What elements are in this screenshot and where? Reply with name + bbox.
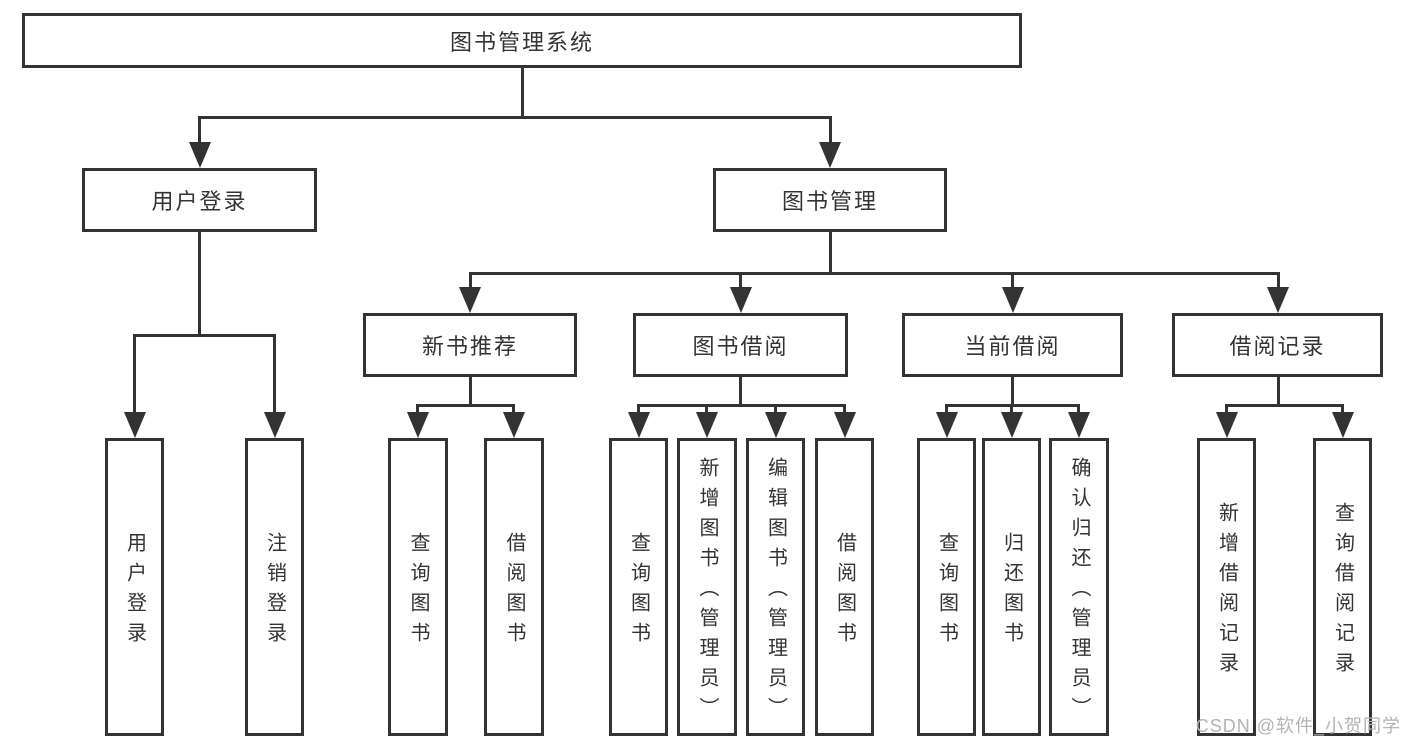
node-user-login: 用户登录 — [82, 168, 317, 232]
leaf-add-books-admin-label: 新增图书（管理员） — [696, 457, 718, 727]
leaf-query-borrow-record-label: 查询借阅记录 — [1331, 502, 1354, 682]
leaf-query-books-under-recommend: 查询图书 — [388, 438, 448, 736]
connector-drop-line — [945, 405, 948, 418]
arrow-down-icon — [263, 412, 286, 438]
node-borrow-records: 借阅记录 — [1172, 313, 1383, 377]
leaf-add-borrow-record-label: 新增借阅记录 — [1215, 502, 1238, 682]
leaf-confirm-return-admin: 确认归还（管理员） — [1049, 438, 1109, 736]
leaf-return-books-label: 归还图书 — [1000, 532, 1023, 652]
node-root-label: 图书管理系统 — [449, 29, 594, 55]
arrow-down-icon — [935, 412, 958, 438]
leaf-query-books-label: 查询图书 — [407, 532, 429, 652]
leaf-user-login-label: 用户登录 — [123, 532, 146, 652]
connector-drop-line — [774, 405, 777, 418]
connector-bar-line — [133, 333, 276, 337]
leaf-query-books-under-borrow: 查询图书 — [609, 438, 668, 736]
connector-stem-line — [739, 377, 742, 405]
node-current-borrow: 当前借阅 — [902, 313, 1123, 377]
connector-drop-line — [1341, 405, 1344, 418]
arrow-down-icon — [729, 287, 752, 313]
leaf-query-books-under-current: 查询图书 — [917, 438, 976, 736]
arrow-down-icon — [1267, 287, 1289, 313]
connector-bar-line — [416, 403, 515, 407]
connector-bar-line — [1225, 403, 1344, 407]
arrow-down-icon — [819, 142, 841, 168]
connector-drop-line — [637, 405, 640, 418]
connector-drop-line — [416, 405, 419, 418]
connector-bar-line — [637, 403, 846, 407]
node-book-management: 图书管理 — [713, 168, 947, 232]
leaf-query-books-label: 查询图书 — [935, 532, 958, 652]
arrow-down-icon — [695, 412, 718, 438]
leaf-borrow-books-label: 借阅图书 — [503, 532, 525, 652]
leaf-edit-books-admin-label: 编辑图书（管理员） — [764, 457, 787, 727]
node-current-borrow-label: 当前借阅 — [964, 334, 1061, 359]
leaf-borrow-books-under-borrow: 借阅图书 — [815, 438, 874, 736]
leaf-query-borrow-record: 查询借阅记录 — [1313, 438, 1372, 736]
connector-drop-line — [1276, 273, 1280, 293]
leaf-logout-login-label: 注销登录 — [263, 532, 286, 652]
connector-drop-line — [1077, 405, 1080, 418]
node-root: 图书管理系统 — [22, 13, 1022, 68]
connector-drop-line — [273, 335, 276, 418]
arrow-down-icon — [1000, 412, 1023, 438]
leaf-user-login: 用户登录 — [105, 438, 164, 736]
connector-drop-line — [198, 117, 201, 148]
leaf-borrow-books-label: 借阅图书 — [833, 532, 856, 652]
arrow-down-icon — [1001, 287, 1024, 313]
connector-bar-line — [468, 271, 1280, 275]
arrow-down-icon — [764, 412, 787, 438]
connector-drop-line — [1225, 405, 1228, 418]
connector-stem-line — [198, 232, 201, 335]
arrow-down-icon — [1331, 412, 1354, 438]
arrow-down-icon — [1215, 412, 1238, 438]
arrow-down-icon — [123, 412, 146, 438]
arrow-down-icon — [406, 412, 429, 438]
node-book-borrow: 图书借阅 — [633, 313, 848, 377]
connector-stem-line — [520, 68, 524, 117]
connector-drop-line — [843, 405, 846, 418]
leaf-confirm-return-admin-label: 确认归还（管理员） — [1068, 457, 1090, 727]
leaf-return-books: 归还图书 — [982, 438, 1041, 736]
arrow-down-icon — [627, 412, 650, 438]
connector-drop-line — [705, 405, 708, 418]
connector-drop-line — [1010, 405, 1013, 418]
leaf-borrow-books-under-recommend: 借阅图书 — [484, 438, 544, 736]
leaf-logout-login: 注销登录 — [245, 438, 304, 736]
connector-bar-line — [198, 115, 832, 119]
connector-stem-line — [828, 232, 832, 273]
connector-drop-line — [1011, 273, 1014, 293]
leaf-edit-books-admin: 编辑图书（管理员） — [746, 438, 805, 736]
connector-drop-line — [828, 117, 832, 148]
leaf-query-books-label: 查询图书 — [627, 532, 650, 652]
arrow-down-icon — [833, 412, 856, 438]
arrow-down-icon — [502, 412, 525, 438]
leaf-add-books-admin: 新增图书（管理员） — [677, 438, 737, 736]
connector-stem-line — [1276, 377, 1280, 405]
node-borrow-records-label: 借阅记录 — [1229, 334, 1326, 359]
connector-stem-line — [468, 377, 472, 405]
leaf-add-borrow-record: 新增借阅记录 — [1197, 438, 1256, 736]
node-book-management-label: 图书管理 — [781, 189, 878, 214]
connector-drop-line — [133, 335, 136, 418]
arrow-down-icon — [1067, 412, 1090, 438]
node-book-borrow-label: 图书借阅 — [692, 334, 789, 359]
node-user-login-label: 用户登录 — [151, 189, 248, 214]
connector-drop-line — [512, 405, 515, 418]
arrow-down-icon — [188, 142, 211, 168]
watermark: CSDN @软件_小贺同学 — [1195, 716, 1401, 736]
node-new-book-recommend-label: 新书推荐 — [421, 334, 518, 359]
node-new-book-recommend: 新书推荐 — [363, 313, 577, 377]
connector-stem-line — [1011, 377, 1014, 405]
arrow-down-icon — [459, 287, 481, 313]
connector-drop-line — [468, 273, 472, 293]
connector-drop-line — [739, 273, 742, 293]
